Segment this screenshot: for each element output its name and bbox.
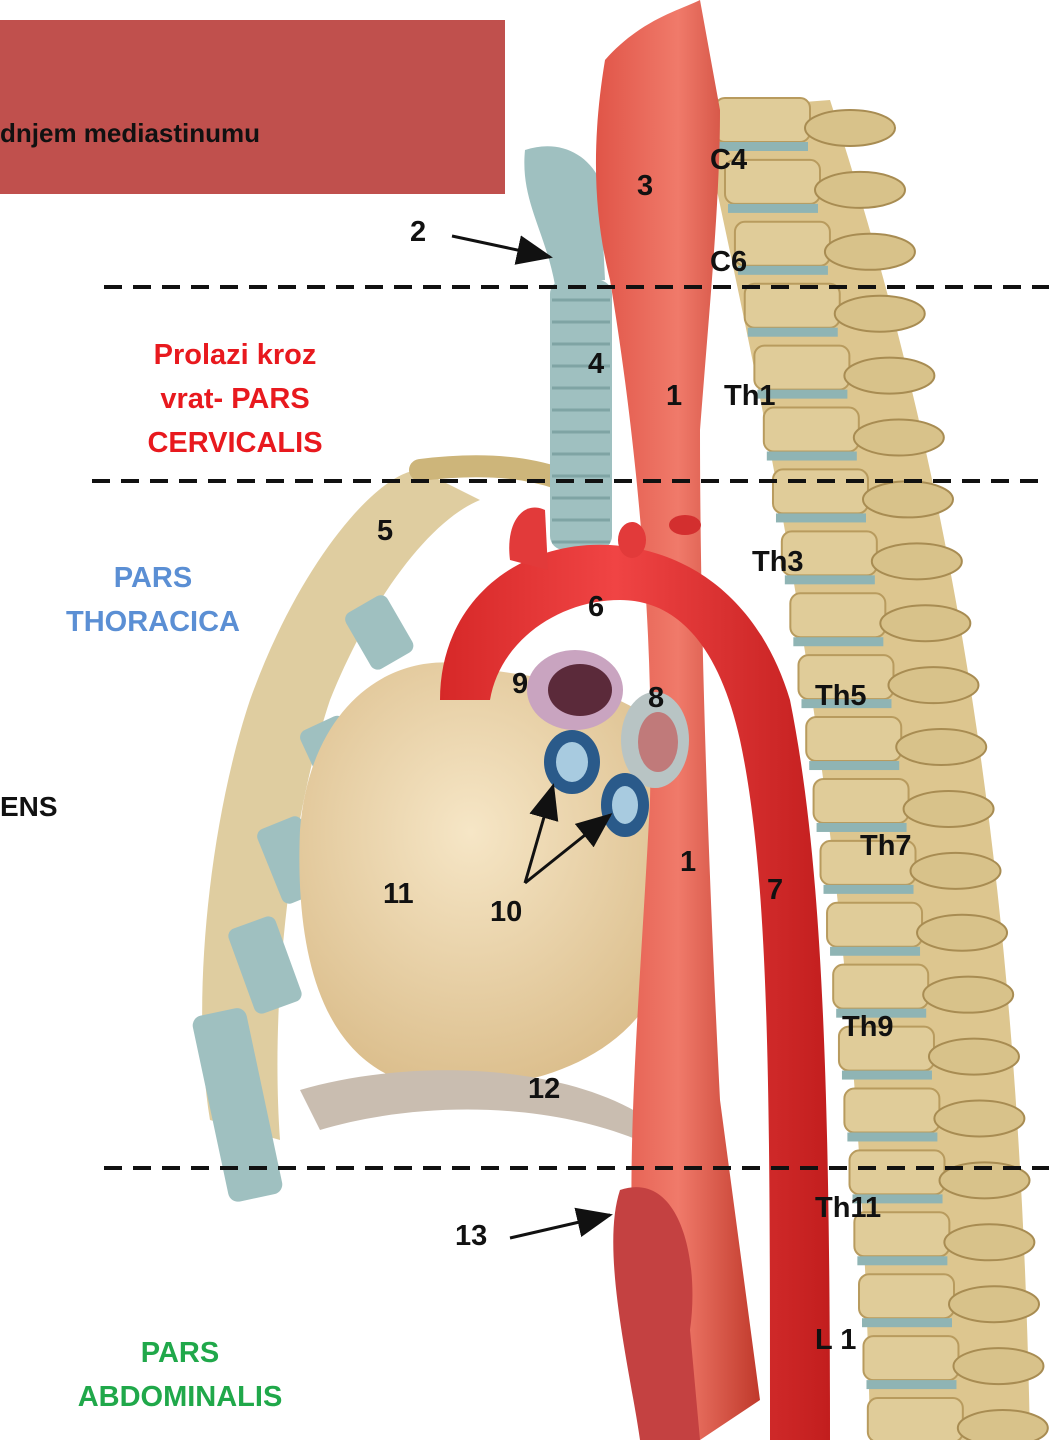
structure-label-9: 9 [512, 670, 528, 699]
diaphragm-shape [300, 1070, 660, 1150]
structure-label-1-upper: 1 [666, 382, 682, 411]
region-thoracic-line-1: PARS [38, 556, 268, 600]
cut-off-label: ENS [0, 793, 58, 821]
region-cervical-line-3: CERVICALIS [120, 421, 350, 465]
region-abdominal-line-2: ABDOMINALIS [45, 1375, 315, 1419]
structure-label-12: 12 [528, 1075, 560, 1104]
region-abdominal-line-1: PARS [45, 1331, 315, 1375]
region-cervical-line-2: vrat- PARS [120, 377, 350, 421]
vertebra-label-th7: Th7 [860, 832, 912, 861]
vertebra-label-th5: Th5 [815, 682, 867, 711]
region-abdominal: PARS ABDOMINALIS [45, 1331, 315, 1419]
vertebra-label-th3: Th3 [752, 548, 804, 577]
vertebra-label-th11: Th11 [815, 1194, 881, 1223]
structure-label-11: 11 [383, 880, 414, 909]
larynx-shape [524, 146, 605, 285]
region-cervical: Prolazi kroz vrat- PARS CERVICALIS [120, 333, 350, 465]
structure-label-4: 4 [588, 350, 604, 379]
structure-label-2: 2 [410, 218, 426, 247]
structure-label-7: 7 [767, 876, 783, 905]
structure-label-10: 10 [490, 898, 522, 927]
trachea-group [550, 280, 612, 550]
vertebra-label-c4: C4 [710, 146, 747, 175]
vertebra-label-th9: Th9 [842, 1013, 894, 1042]
vertebra-label-l1: L 1 [815, 1326, 856, 1355]
structure-label-13: 13 [455, 1222, 487, 1251]
structure-label-3: 3 [637, 172, 653, 201]
arrow-2 [452, 236, 550, 257]
region-thoracic-line-2: THORACICA [38, 600, 268, 644]
vertebra-label-th1: Th1 [724, 382, 776, 411]
vertebra-label-c6: C6 [710, 248, 747, 277]
structure-label-5: 5 [377, 517, 393, 546]
structure-label-6: 6 [588, 593, 604, 622]
region-thoracic: PARS THORACICA [38, 556, 268, 644]
page-title: dnjem mediastinumu [0, 118, 260, 149]
structure-label-8: 8 [648, 684, 664, 713]
region-cervical-line-1: Prolazi kroz [120, 333, 350, 377]
title-box [0, 20, 505, 194]
arrow-13 [510, 1215, 610, 1238]
structure-label-1-lower: 1 [680, 848, 696, 877]
